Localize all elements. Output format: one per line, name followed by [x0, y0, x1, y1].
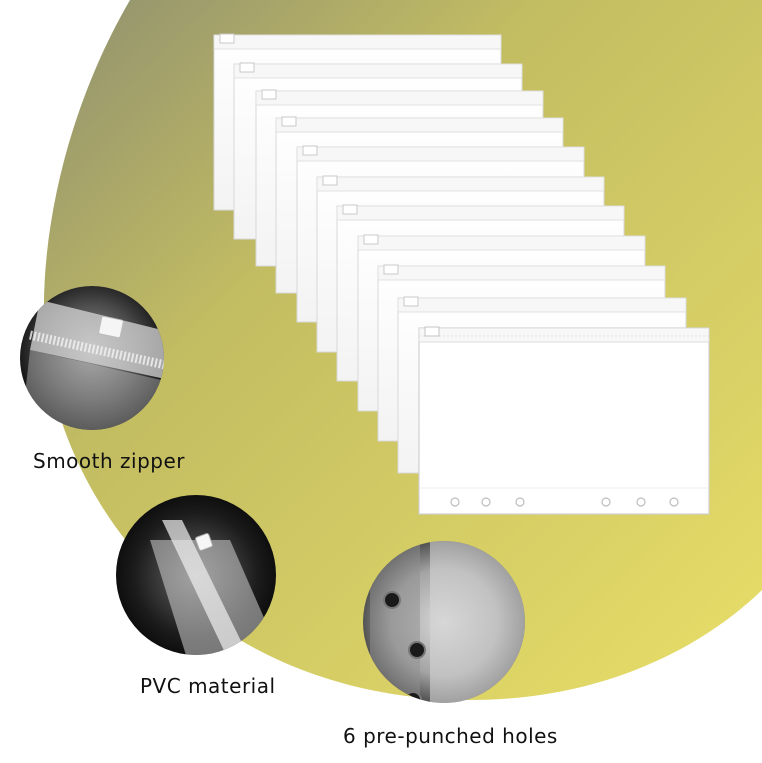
- punched-holes: [450, 497, 679, 507]
- zipper-detail-image: [20, 286, 164, 430]
- holes-caption: 6 pre-punched holes: [343, 724, 558, 748]
- pouch-front: [418, 326, 710, 515]
- pouch-stack: [213, 33, 710, 515]
- pvc-detail-image: [116, 495, 276, 655]
- pvc-caption: PVC material: [140, 674, 276, 698]
- zipper-caption: Smooth zipper: [33, 449, 185, 473]
